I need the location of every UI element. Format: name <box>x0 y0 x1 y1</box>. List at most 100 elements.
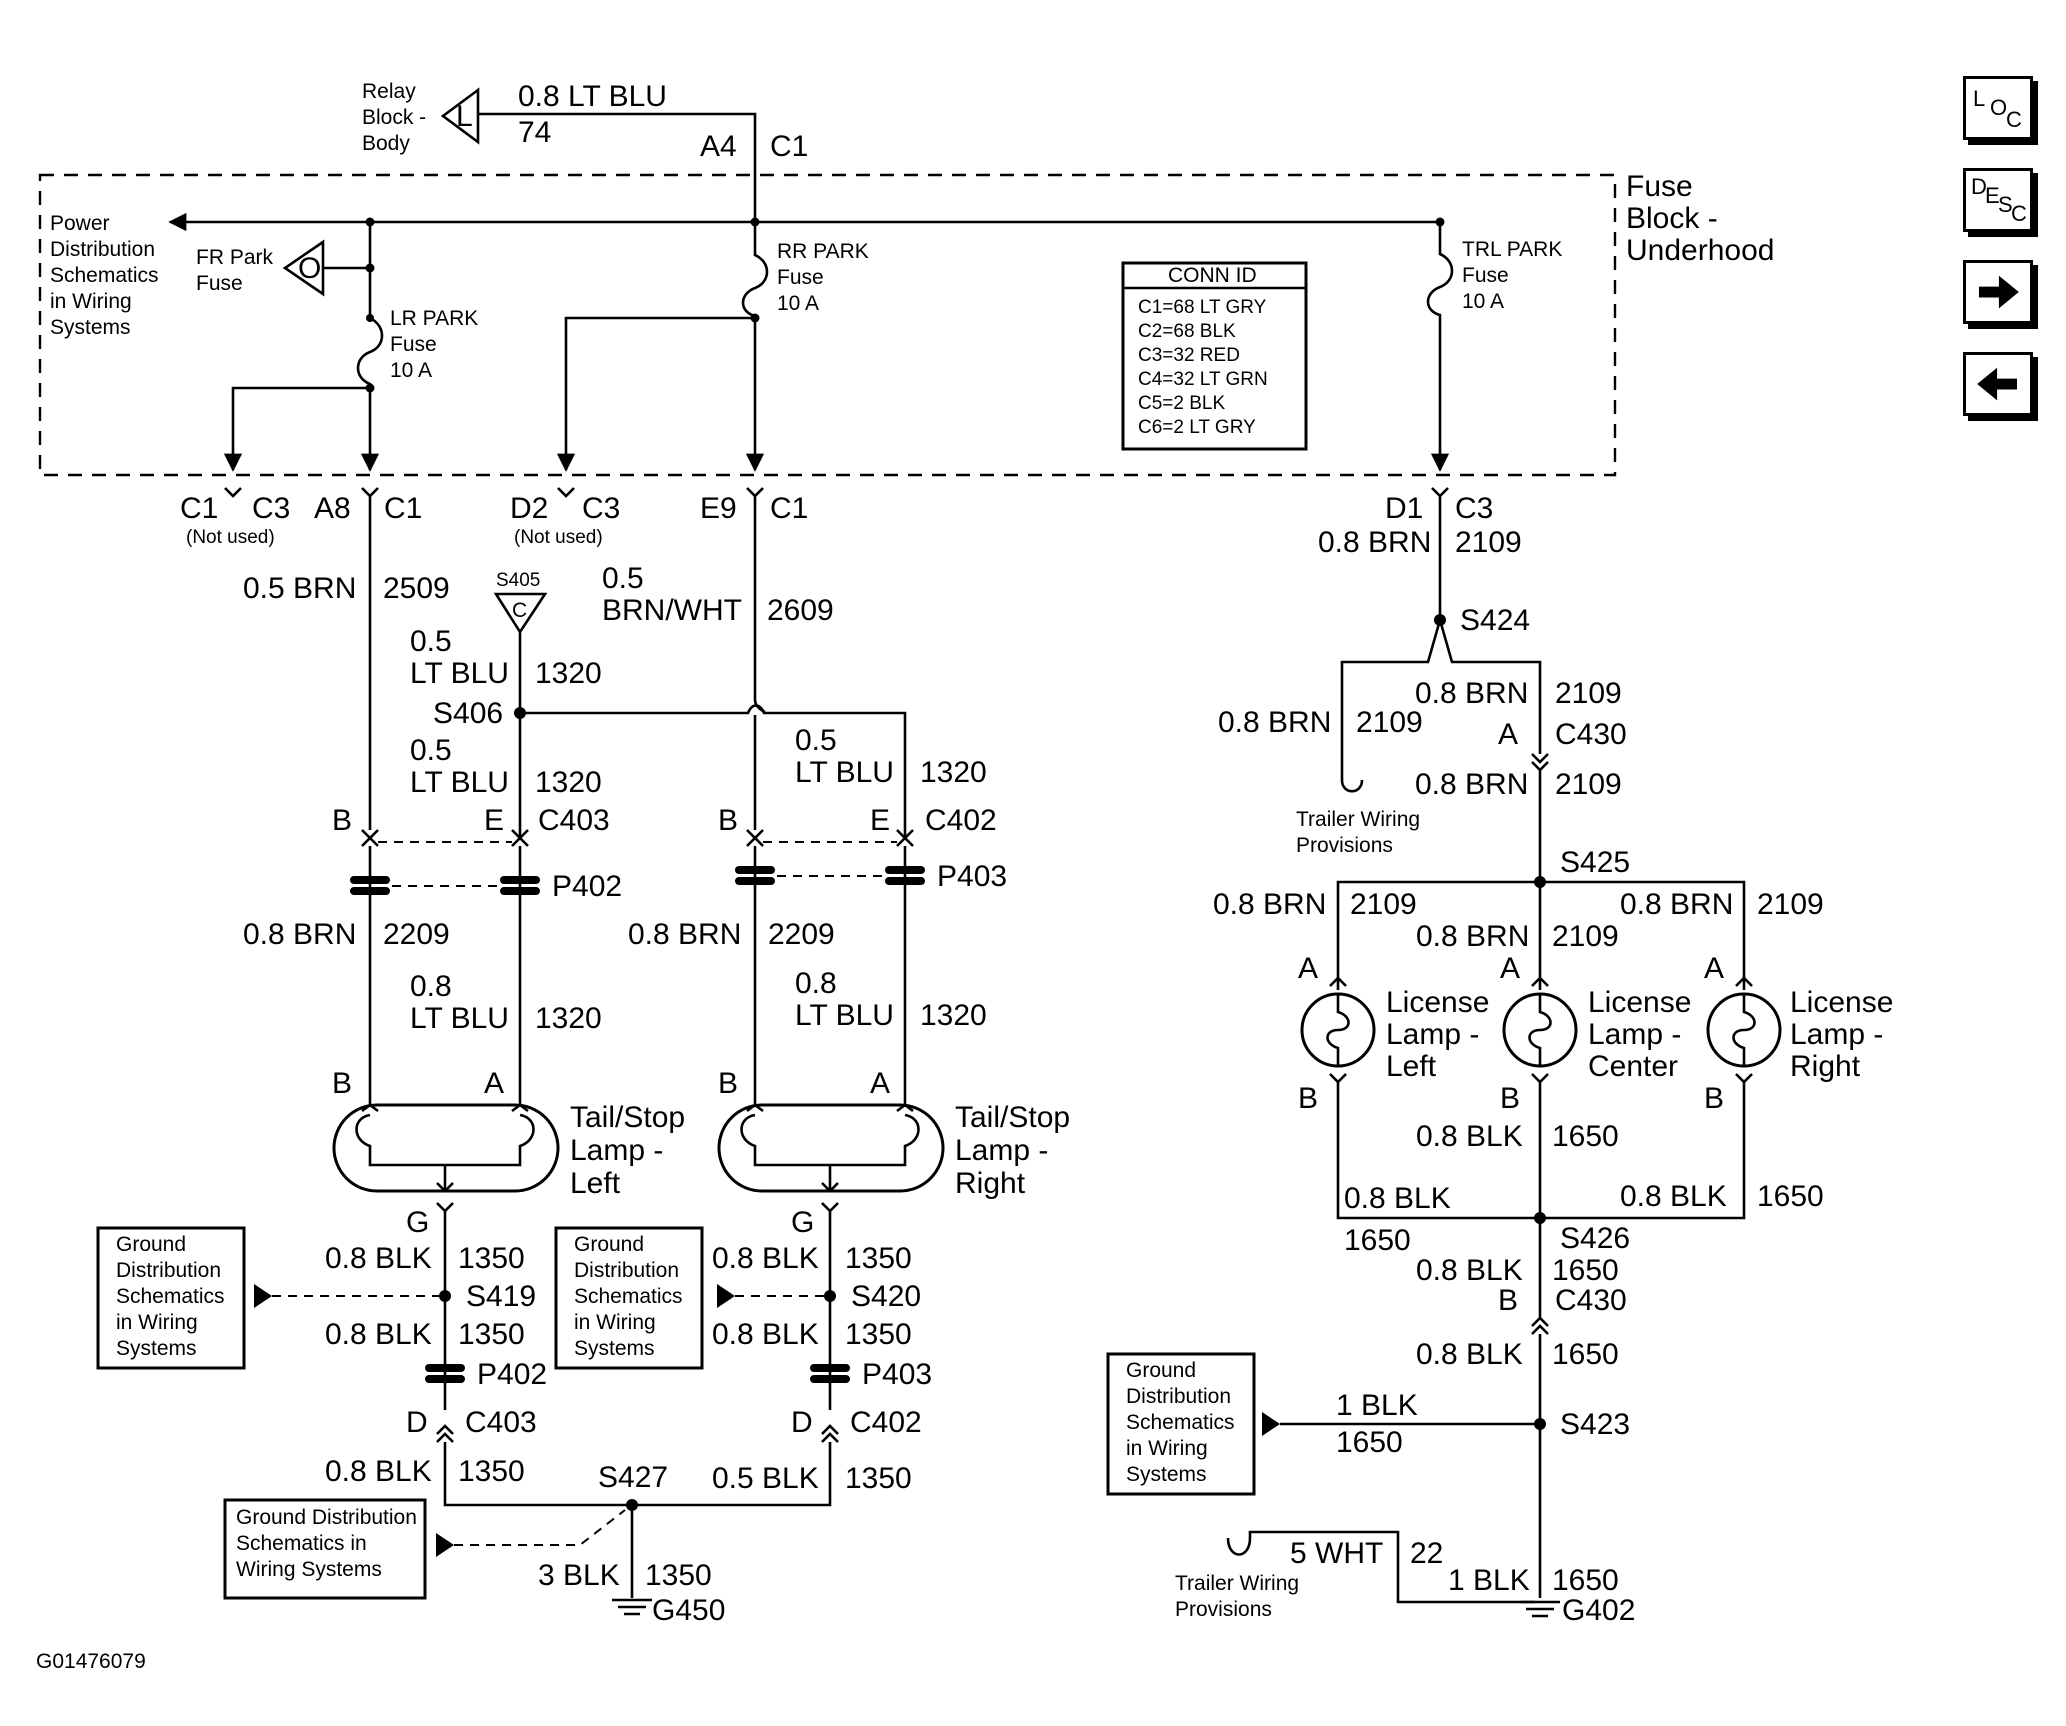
tail-left-label-1: Tail/Stop <box>570 1101 685 1134</box>
wire-1320-e-circuit: 1320 <box>920 999 987 1032</box>
lic-right-label-3: Right <box>1790 1050 1861 1083</box>
ground-ref-box-4: Ground Distribution Schematics in Wiring… <box>1106 1352 1256 1496</box>
ground-ref-box-2: Ground Distribution Schematics in Wiring… <box>554 1226 704 1370</box>
desc-button[interactable]: D E S C <box>1963 168 2033 232</box>
wire-2209-right-gauge: 0.8 BRN <box>628 918 741 951</box>
wire-1350-a-gauge: 0.8 BLK <box>325 1242 432 1275</box>
tail-right-label-3: Right <box>955 1167 1026 1200</box>
fuse-block-label-3: Underhood <box>1626 234 1774 267</box>
arrow-right-icon <box>1978 275 2019 309</box>
wire-1350-g-gauge: 3 BLK <box>538 1559 620 1592</box>
relay-label-3: Body <box>362 132 410 155</box>
e9-label: E9 <box>700 492 737 525</box>
trl-park-label-3: 10 A <box>1462 290 1504 313</box>
g402-label: G402 <box>1562 1594 1635 1627</box>
c402-pin-e: E <box>870 804 890 837</box>
s419-splice <box>439 1290 451 1302</box>
g450-ground-symbol <box>612 1598 652 1616</box>
conn-id-row-2: C2=68 BLK <box>1138 321 1236 342</box>
gnd-box4-5: Systems <box>1126 1463 1207 1486</box>
lr-park-label-2: Fuse <box>390 333 437 356</box>
wire-2109-b-gauge: 0.8 BRN <box>1218 706 1331 739</box>
s425-label: S425 <box>1560 846 1630 879</box>
lic-right-pin-a: A <box>1704 952 1724 985</box>
s405-letter: C <box>512 599 527 622</box>
s405-connector <box>493 592 548 635</box>
previous-page-button[interactable] <box>1963 352 2033 416</box>
s405-label: S405 <box>496 570 540 591</box>
wire-1320-a-circuit: 1320 <box>535 657 602 690</box>
s406-label: S406 <box>433 697 503 730</box>
loc-letter-c: C <box>2006 107 2022 132</box>
loc-letter-l: L <box>1973 86 1986 111</box>
conn-id-title: CONN ID <box>1168 264 1257 287</box>
wire-1350-e-circuit: 1350 <box>458 1455 525 1488</box>
relay-pin-label: A4 <box>700 130 737 163</box>
c403-lower-connector <box>436 1424 454 1443</box>
wire-2109-d-gauge: 0.8 BRN <box>1415 768 1528 801</box>
next-page-button[interactable] <box>1963 260 2033 324</box>
lic-right-pin-b: B <box>1704 1082 1724 1115</box>
wire-1650-c-gauge: 0.8 BLK <box>1620 1180 1727 1213</box>
fr-park-label-2: Fuse <box>196 272 243 295</box>
c402-lower-pin: D <box>791 1406 813 1439</box>
wire-1650-c-circuit: 1650 <box>1757 1180 1824 1213</box>
tail-stop-lamp-left: B A Tail/Stop Lamp - Left <box>332 1067 685 1200</box>
gnd-box1-3: Schematics <box>116 1285 225 1308</box>
rr-park-fuse <box>741 222 769 472</box>
wire-2109-g-gauge: 0.8 BRN <box>1620 888 1733 921</box>
c402-connector: B E C402 <box>718 804 997 847</box>
wire-2109-f-circuit: 2109 <box>1552 920 1619 953</box>
gnd-box1-5: Systems <box>116 1337 197 1360</box>
c403-label: C403 <box>538 804 610 837</box>
wire-1350-c-circuit: 1350 <box>458 1318 525 1351</box>
wire-2509-circuit: 2509 <box>383 572 450 605</box>
lic-center-label-2: Lamp - <box>1588 1018 1681 1051</box>
lic-left-label-1: License <box>1386 986 1489 1019</box>
c1-label-c: C1 <box>770 492 808 525</box>
gnd-box1-4: in Wiring <box>116 1311 198 1334</box>
wire-1650-f-gauge: 1 BLK <box>1336 1389 1418 1422</box>
fr-park-label-1: FR Park <box>196 246 274 269</box>
gnd-box2-2: Distribution <box>574 1259 679 1282</box>
wire-1650-f-circuit: 1650 <box>1336 1426 1403 1459</box>
wire-2109-e-circuit: 2109 <box>1350 888 1417 921</box>
tail-right-label-2: Lamp - <box>955 1134 1048 1167</box>
g-pin-left: G <box>406 1206 429 1239</box>
wire-1320-d-circuit: 1320 <box>535 1002 602 1035</box>
wire-2509-gauge: 0.5 BRN <box>243 572 356 605</box>
c3-label-b: C3 <box>582 492 620 525</box>
relay-block-connection: Relay Block - Body L 0.8 LT BLU 74 A4 C1 <box>362 80 808 163</box>
wire-2109-b-circuit: 2109 <box>1356 706 1423 739</box>
wire-2109-c-gauge: 0.8 BRN <box>1415 677 1528 710</box>
wire-1350-g-circuit: 1350 <box>645 1559 712 1592</box>
conn-id-row-5: C5=2 BLK <box>1138 393 1225 414</box>
c403-lower-pin: D <box>406 1406 428 1439</box>
gnd-box3-1: Ground Distribution <box>236 1506 417 1529</box>
conn-id-row-3: C3=32 RED <box>1138 345 1240 366</box>
s420-label: S420 <box>851 1280 921 1313</box>
gnd-box4-4: in Wiring <box>1126 1437 1208 1460</box>
wire-22-circuit: 22 <box>1410 1537 1443 1570</box>
g402-ground-symbol <box>1520 1600 1560 1618</box>
gnd-box4-1: Ground <box>1126 1359 1196 1382</box>
c403-pin-b: B <box>332 804 352 837</box>
wire-1320-c-circuit: 1320 <box>920 756 987 789</box>
c430-upper-label: C430 <box>1555 718 1627 751</box>
wire-1650-a-gauge: 0.8 BLK <box>1416 1120 1523 1153</box>
wire-1650-d-gauge: 0.8 BLK <box>1416 1254 1523 1287</box>
loc-button[interactable]: L O C <box>1963 76 2033 140</box>
gnd-box3-3: Wiring Systems <box>236 1558 382 1581</box>
wire-2109-a-gauge: 0.8 BRN <box>1318 526 1431 559</box>
wire-2209-left-circuit: 2209 <box>383 918 450 951</box>
gnd-box2-3: Schematics <box>574 1285 683 1308</box>
lic-center-pin-b: B <box>1500 1082 1520 1115</box>
ground-ref-box-3: Ground Distribution Schematics in Wiring… <box>223 1498 427 1600</box>
rr-park-label-3: 10 A <box>777 292 819 315</box>
c1-label-b: C1 <box>384 492 422 525</box>
c430-lower-pin: B <box>1498 1284 1518 1317</box>
tail-stop-lamp-right: B A Tail/Stop Lamp - Right <box>717 1067 1070 1200</box>
power-dist-4: in Wiring <box>50 290 132 313</box>
c3-label-c: C3 <box>1455 492 1493 525</box>
